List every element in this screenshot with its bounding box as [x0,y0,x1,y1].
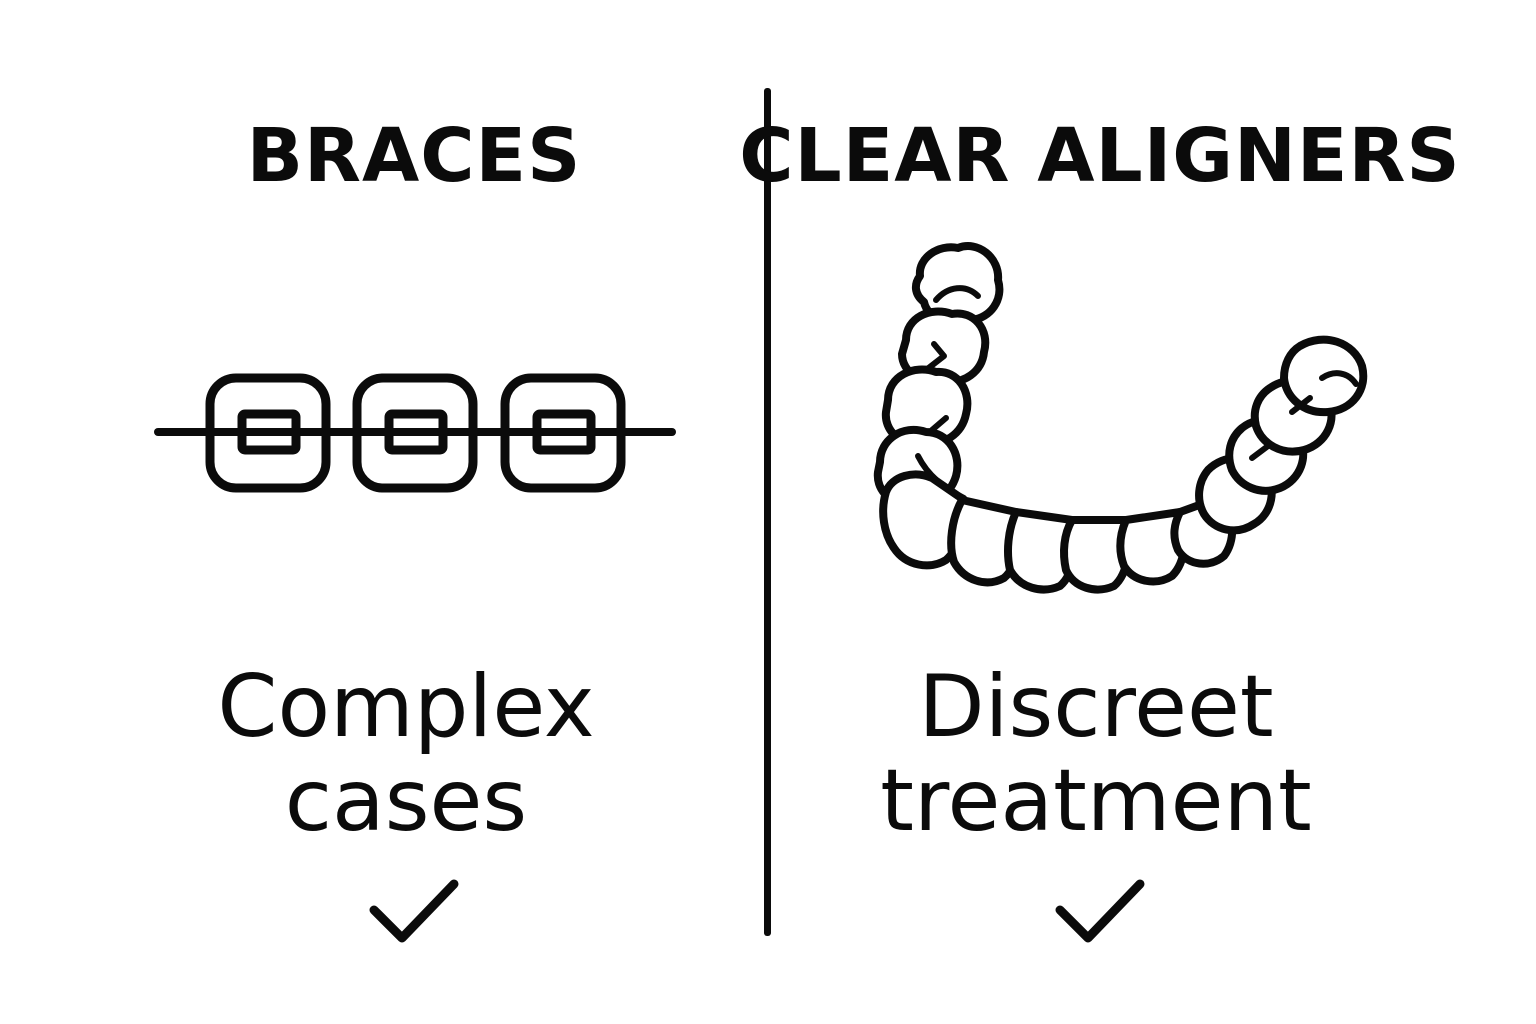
aligners-panel: CLEAR ALIGNERS [739,0,1536,1024]
braces-icon [154,373,676,493]
braces-caption-line2: cases [284,751,528,851]
braces-caption: Complex cases [22,660,790,848]
aligners-caption-line2: treatment [880,751,1312,851]
checkmark-icon [369,879,459,943]
braces-title: BRACES [246,113,582,199]
aligners-caption: Discreet treatment [712,660,1480,848]
braces-panel: BRACES Complex cases [154,113,676,943]
aligners-title: CLEAR ALIGNERS [739,113,1461,199]
aligners-caption-line1: Discreet [918,657,1274,757]
braces-caption-line1: Complex [217,657,595,757]
vertical-divider [764,88,771,936]
clear-aligner-icon [873,242,1368,594]
checkmark-icon [1055,879,1145,943]
